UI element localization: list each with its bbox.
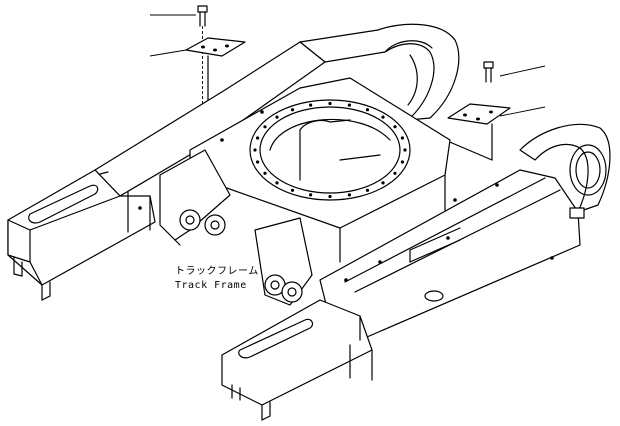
swing-circle-bolt — [347, 103, 351, 107]
track-frame-label-jp: トラックフレーム — [175, 266, 259, 277]
swing-circle-bolt — [403, 148, 407, 152]
swing-circle-bolt — [381, 181, 385, 185]
swing-circle-bolt — [393, 125, 397, 129]
swing-circle-bolt — [309, 103, 313, 107]
plate-left — [185, 37, 246, 126]
swing-circle-bolt — [328, 101, 332, 106]
right-track-rail — [221, 123, 611, 421]
swing-circle-bolt — [393, 171, 397, 175]
swing-circle-bolt — [365, 188, 370, 192]
swing-circle-bolt — [400, 160, 404, 164]
leader-lines — [149, 14, 546, 117]
center-yoke — [254, 217, 313, 306]
swing-circle-bolts — [253, 101, 407, 199]
swing-circle-bolt — [275, 181, 279, 185]
swing-circle-bolt — [328, 194, 332, 199]
swing-circle-bolt — [365, 108, 370, 112]
swing-circle-bolt — [347, 193, 351, 197]
left-track-rail — [7, 41, 326, 301]
track-frame-label-en: Track Frame — [175, 280, 247, 291]
plate-right — [444, 103, 511, 161]
swing-circle-bolt — [263, 171, 267, 175]
swing-circle-bolt — [263, 125, 267, 129]
left-yoke — [159, 149, 231, 246]
swing-circle-bolt — [309, 193, 313, 197]
swing-circle-bolt — [253, 148, 257, 152]
swing-circle-bolt — [290, 108, 295, 112]
swing-circle-bolt — [256, 136, 260, 140]
swing-circle-bolt — [381, 115, 385, 119]
swing-circle-bolt — [275, 115, 279, 119]
swing-circle-bolt — [400, 136, 404, 140]
center-frame — [189, 77, 451, 263]
swing-circle-bolt — [256, 160, 260, 164]
rail-bolts — [138, 110, 554, 282]
bolt-right — [483, 61, 494, 83]
swing-circle-bolt — [290, 188, 295, 192]
